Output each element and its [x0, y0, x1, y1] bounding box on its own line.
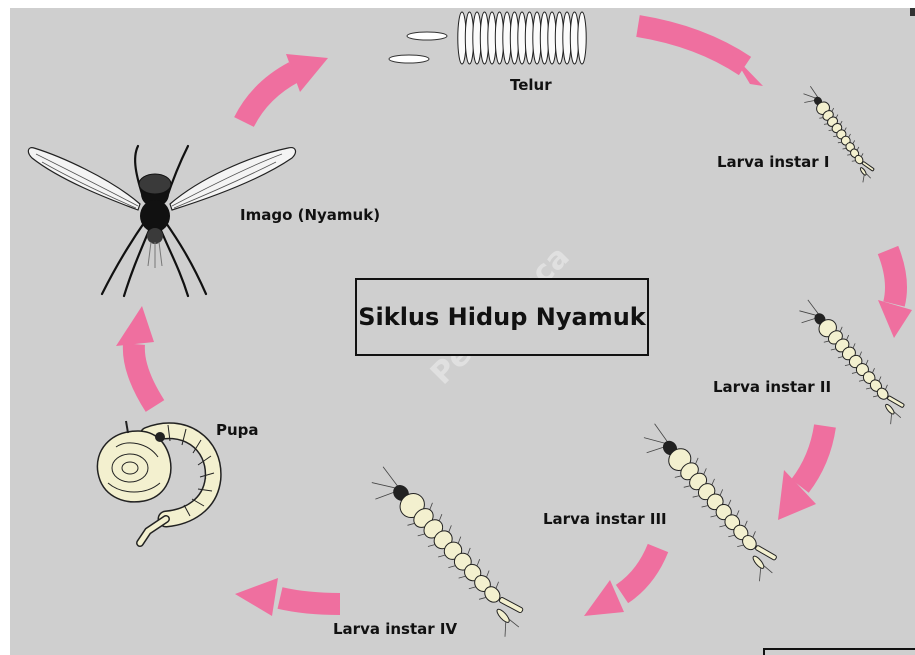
cycle-arrow-1-body	[638, 26, 745, 66]
cycle-arrow-6-head	[116, 306, 154, 346]
title-box: Siklus Hidup Nyamuk	[355, 278, 649, 356]
cycle-arrow-2-body	[888, 250, 896, 304]
cycle-arrow-3-body	[800, 426, 825, 486]
cycle-arrow-2-head	[878, 300, 912, 338]
cycle-arrow-7-body	[244, 72, 294, 122]
cycle-arrow-5-head	[235, 578, 278, 616]
cycle-arrow-4-body	[622, 548, 658, 594]
diagram-title: Siklus Hidup Nyamuk	[358, 303, 646, 331]
diagram-canvas: Telur Larva instar I Larva instar II Lar…	[10, 8, 915, 655]
cycle-arrow-5-body	[280, 598, 340, 604]
corner-box	[763, 648, 915, 655]
cycle-arrow-6-body	[134, 344, 155, 406]
